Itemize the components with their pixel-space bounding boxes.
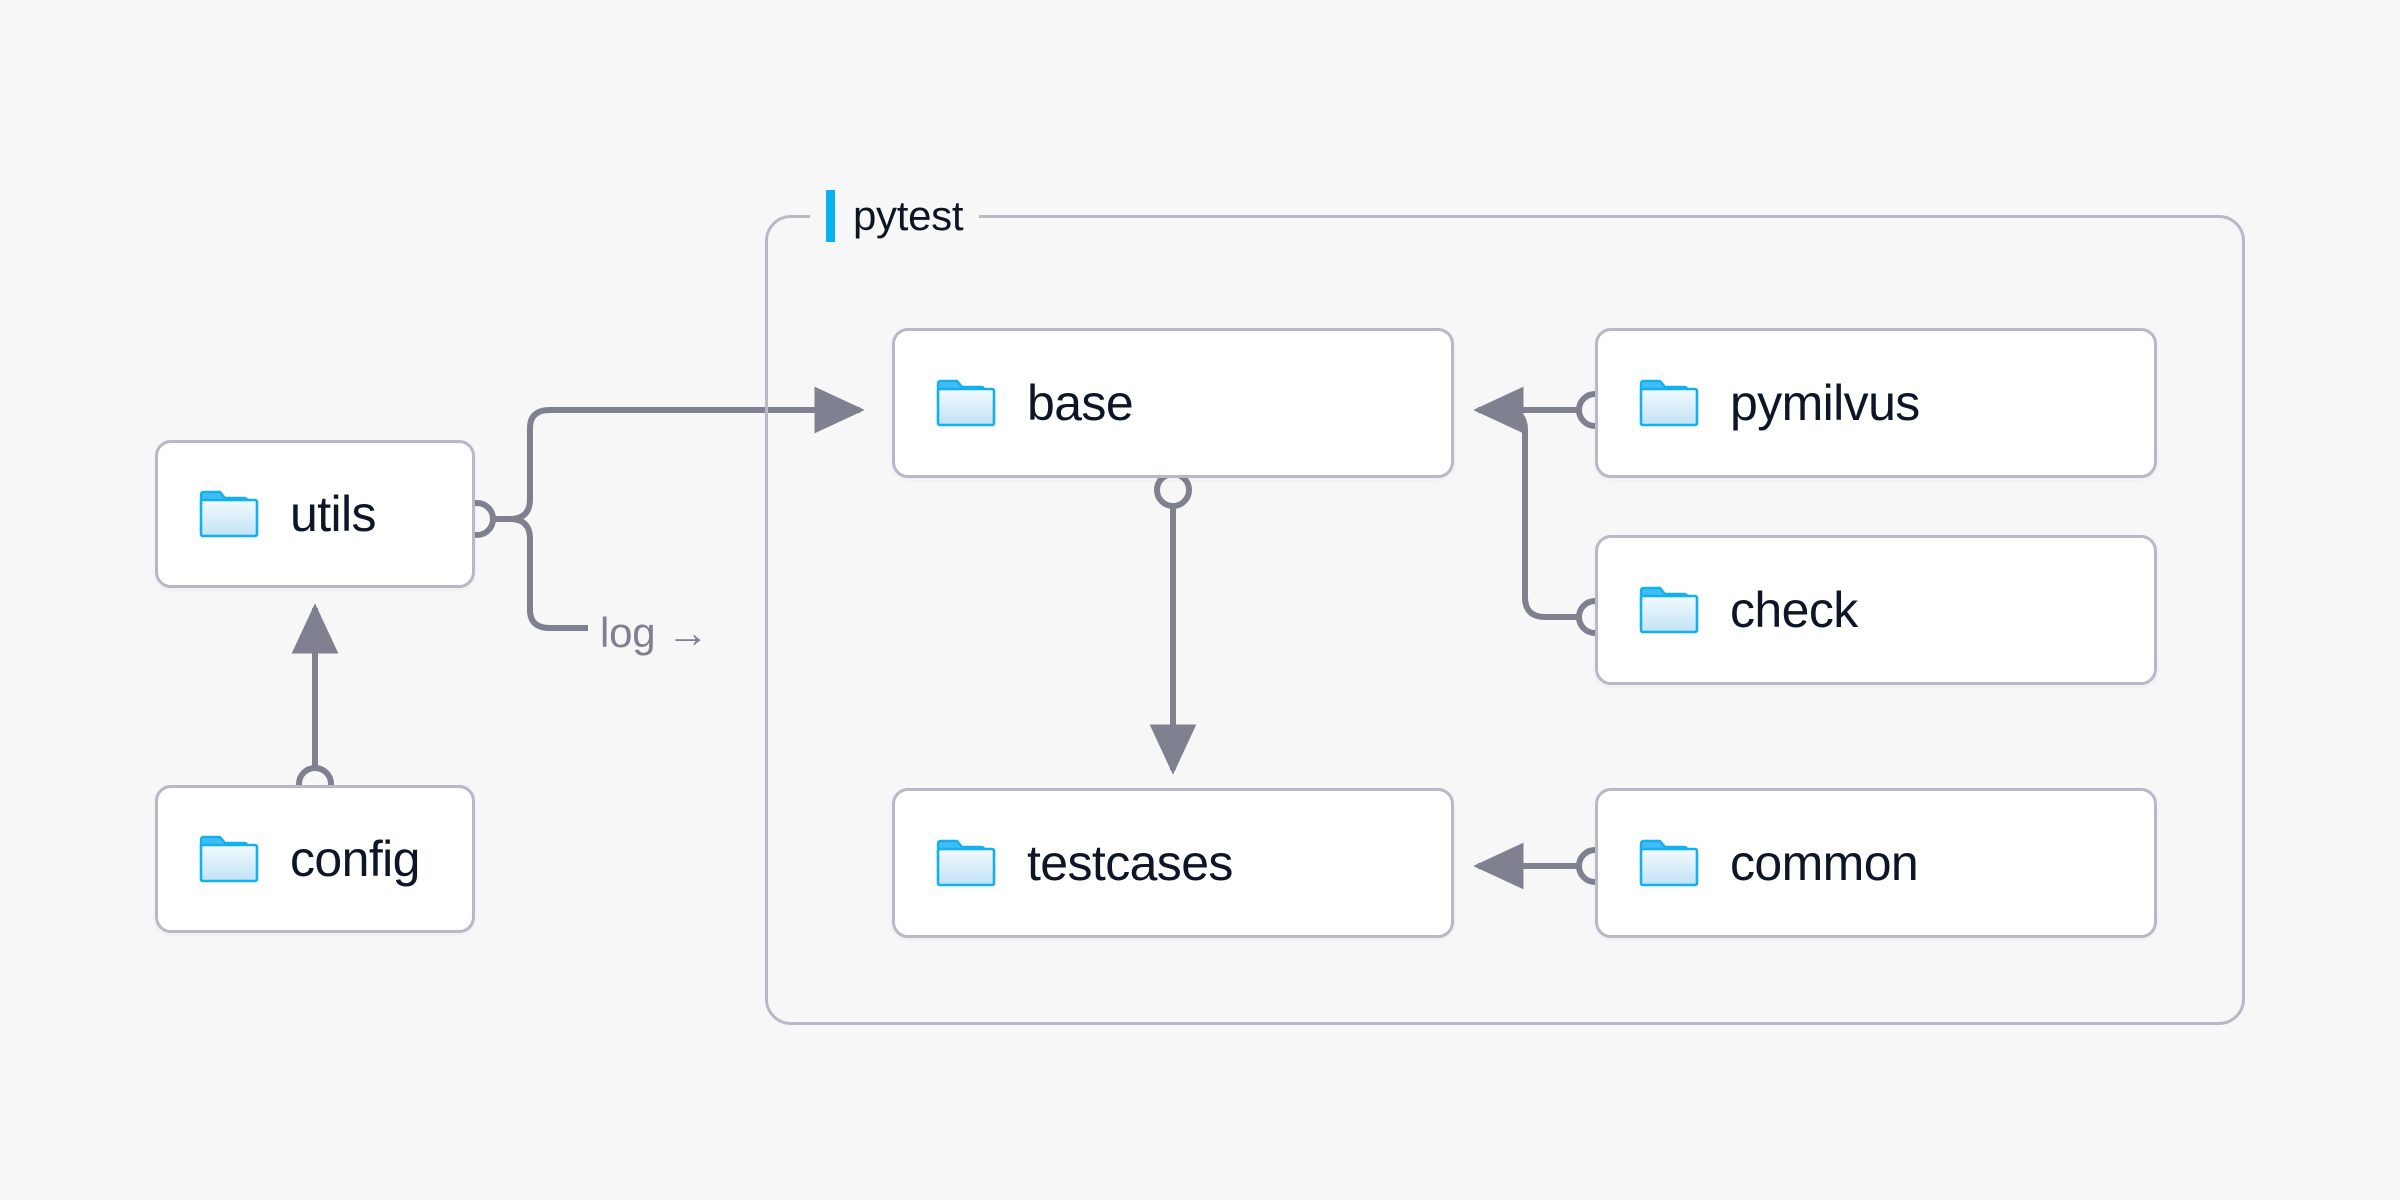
node-label: testcases: [1027, 835, 1233, 891]
folder-icon: [199, 835, 259, 883]
node-label: check: [1730, 582, 1858, 638]
folder-icon: [936, 839, 996, 887]
folder-icon: [1639, 586, 1699, 634]
node-label: common: [1730, 835, 1919, 891]
node-check[interactable]: check: [1595, 535, 2157, 685]
pytest-group-container[interactable]: [765, 215, 2245, 1025]
node-label: config: [290, 831, 420, 887]
pytest-group-label: pytest: [853, 192, 964, 239]
node-label: pymilvus: [1730, 375, 1920, 431]
edge-utils-to-log: [492, 516, 588, 631]
folder-icon: [936, 379, 996, 427]
node-label: base: [1027, 375, 1134, 431]
folder-icon: [199, 490, 259, 538]
folder-icon: [1639, 379, 1699, 427]
node-config[interactable]: config: [155, 785, 475, 933]
node-testcases[interactable]: testcases: [892, 788, 1454, 938]
edge-label-log: log →: [600, 609, 709, 656]
pytest-group-title: pytest: [810, 185, 980, 247]
accent-bar-icon: [826, 190, 835, 242]
node-utils[interactable]: utils: [155, 440, 475, 588]
node-base[interactable]: base: [892, 328, 1454, 478]
folder-icon: [1639, 839, 1699, 887]
node-pymilvus[interactable]: pymilvus: [1595, 328, 2157, 478]
node-label: utils: [290, 486, 377, 542]
node-common[interactable]: common: [1595, 788, 2157, 938]
